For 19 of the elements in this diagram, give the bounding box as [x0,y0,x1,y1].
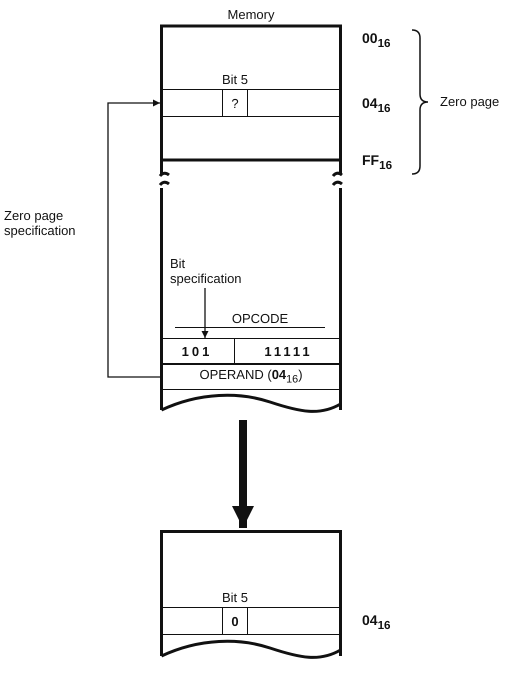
bit-field: 101 [160,338,235,364]
operand-row: OPERAND (04$_{16}$) [160,364,342,390]
block-heading: Memory [226,6,276,24]
bit-value: 0 [222,607,248,635]
annotation-text: Bit specification [170,255,243,288]
range-label: Zero page [440,94,500,109]
address-label: 04$_{16}$ [362,95,391,115]
bit-label: Bit 5 [220,588,249,606]
address-label: FF$_{16}$ [362,152,392,172]
address-label: 00$_{16}$ [362,30,391,50]
bit-label: Bit 5 [220,70,249,88]
bit-value: ? [222,89,248,117]
arrow [202,288,208,338]
bit-field: 11111 [235,338,342,364]
arrow [107,100,160,378]
address-label: 04$_{16}$ [362,612,391,632]
edge-label: Zero page specification [4,208,77,240]
arrow [232,420,254,528]
field-heading: OPCODE [230,310,290,326]
